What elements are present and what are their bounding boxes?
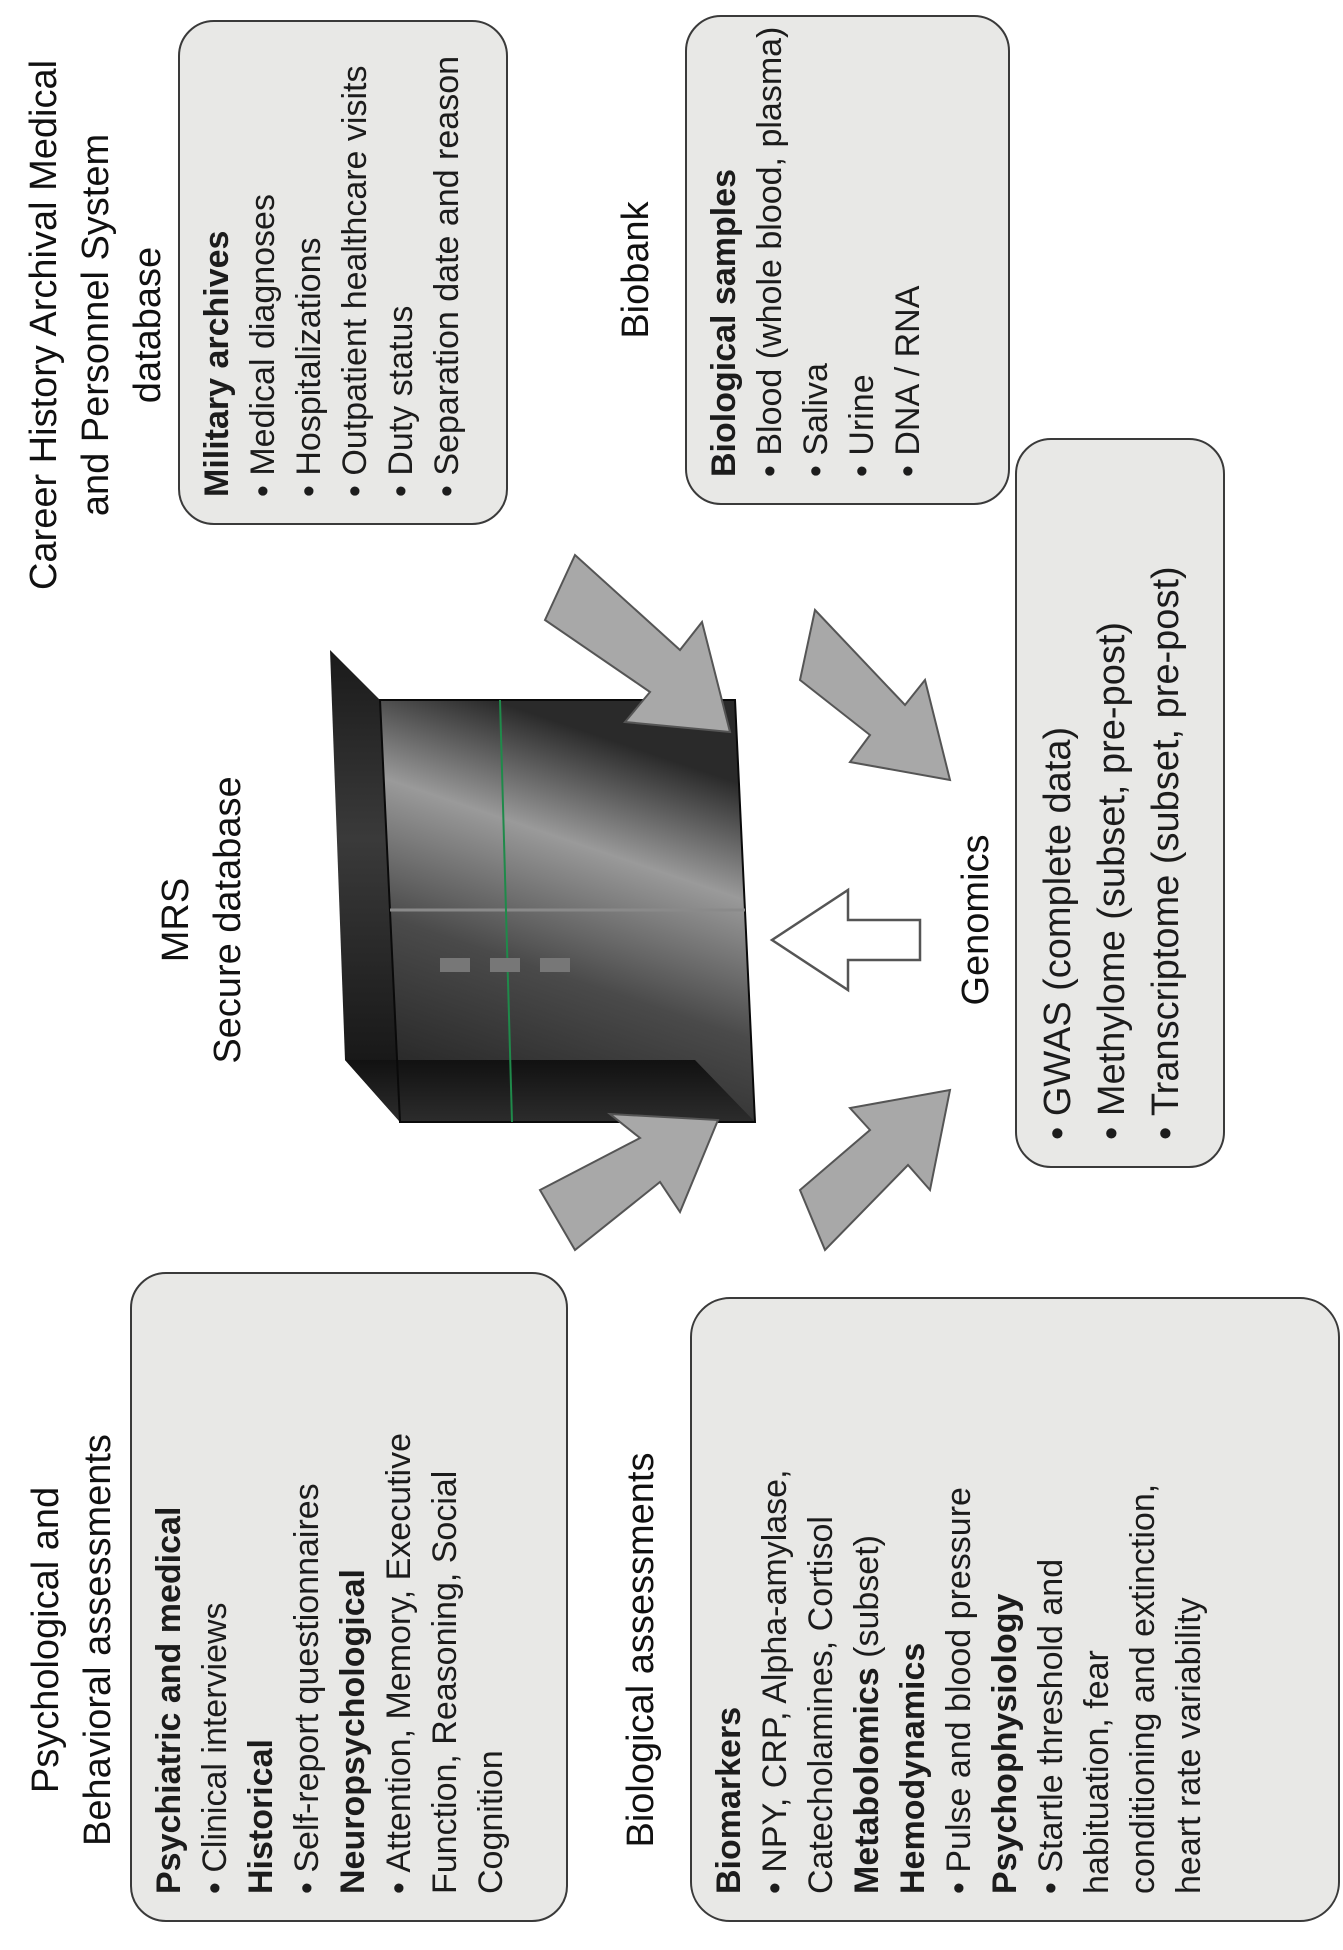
bio-group-title: Psychophysiology [986, 1593, 1024, 1894]
career-item: Hospitalizations [286, 48, 332, 497]
psych-group-title: Historical [242, 1739, 280, 1894]
psych-item: Self-report questionnaires [284, 1300, 330, 1894]
arrow-psych-to-db [538, 1112, 720, 1252]
career-box: Military archives Medical diagnoses Hosp… [178, 20, 508, 525]
psych-heading-line2: Behavioral assessments [77, 1434, 119, 1846]
psych-item: Attention, Memory, Executive [376, 1300, 422, 1894]
genomics-item: GWAS (complete data) [1031, 466, 1085, 1140]
career-group-title: Military archives [198, 230, 236, 497]
career-item: Outpatient healthcare visits [332, 48, 378, 497]
career-item: Duty status [378, 48, 424, 497]
career-item: Separation date and reason [424, 48, 470, 497]
psych-heading-line1: Psychological and [25, 1486, 67, 1794]
bio-item-continuation: habituation, fear [1078, 1650, 1116, 1894]
psych-box: Psychiatric and medical Clinical intervi… [130, 1272, 568, 1922]
bio-box: Biomarkers NPY, CRP, Alpha-amylase, Cate… [690, 1297, 1340, 1922]
bio-item: Pulse and blood pressure [936, 1325, 982, 1894]
genomics-item: Transcriptome (subset, pre-post) [1139, 466, 1193, 1140]
biobank-item: Saliva [793, 43, 839, 477]
psych-group-title: Neuropsychological [334, 1569, 372, 1894]
center-title: MRS [155, 877, 197, 963]
genomics-item: Methylome (subset, pre-post) [1085, 466, 1139, 1140]
career-heading: Career History Archival Medical and Pers… [18, 0, 174, 650]
bio-group-title-suffix: (subset) [848, 1535, 886, 1668]
arrow-career-to-db [543, 553, 732, 734]
psych-item-continuation: Function, Reasoning, Social [426, 1470, 464, 1894]
biobank-box: Biological samples Blood (whole blood, p… [685, 15, 1010, 505]
bio-item-continuation: conditioning and extinction, [1124, 1483, 1162, 1894]
arrow-biobank-to-db [798, 607, 952, 782]
biobank-item: Blood (whole blood, plasma) [747, 27, 793, 477]
bio-heading: Biological assessments [620, 1452, 662, 1848]
bio-group-title-row: Metabolomics (subset) [844, 1325, 890, 1894]
career-heading-line2: and Personnel System [75, 133, 117, 517]
center-title-block: MRS Secure database [150, 770, 254, 1070]
bio-item: Startle threshold and [1028, 1325, 1074, 1894]
server-icon [330, 650, 757, 1123]
arrow-genomics-to-db [769, 887, 922, 993]
bio-item-continuation: heart rate variability [1170, 1597, 1208, 1894]
biobank-heading: Biobank [615, 201, 657, 339]
biobank-item: DNA / RNA [885, 43, 931, 477]
biobank-group-title: Biological samples [705, 169, 743, 477]
arrow-bio-to-db [798, 1088, 952, 1252]
career-item: Medical diagnoses [240, 48, 286, 497]
bio-group-title: Metabolomics [848, 1667, 886, 1894]
career-heading-line1: Career History Archival Medical [23, 59, 65, 591]
bio-group-title: Hemodynamics [894, 1642, 932, 1894]
psych-heading: Psychological and Behavioral assessments [20, 1360, 124, 1920]
career-heading-line3: database [127, 246, 169, 404]
psych-item: Clinical interviews [192, 1300, 238, 1894]
psych-group-title: Psychiatric and medical [150, 1506, 188, 1894]
bio-item-continuation: Catecholamines, Cortisol [802, 1516, 840, 1894]
genomics-box: GWAS (complete data) Methylome (subset, … [1015, 438, 1225, 1168]
center-subtitle: Secure database [207, 776, 249, 1064]
bio-item: NPY, CRP, Alpha-amylase, [752, 1325, 798, 1894]
biobank-item: Urine [839, 43, 885, 477]
genomics-heading: Genomics [955, 834, 997, 1006]
psych-item-continuation: Cognition [472, 1750, 510, 1894]
bio-group-title: Biomarkers [710, 1706, 748, 1894]
